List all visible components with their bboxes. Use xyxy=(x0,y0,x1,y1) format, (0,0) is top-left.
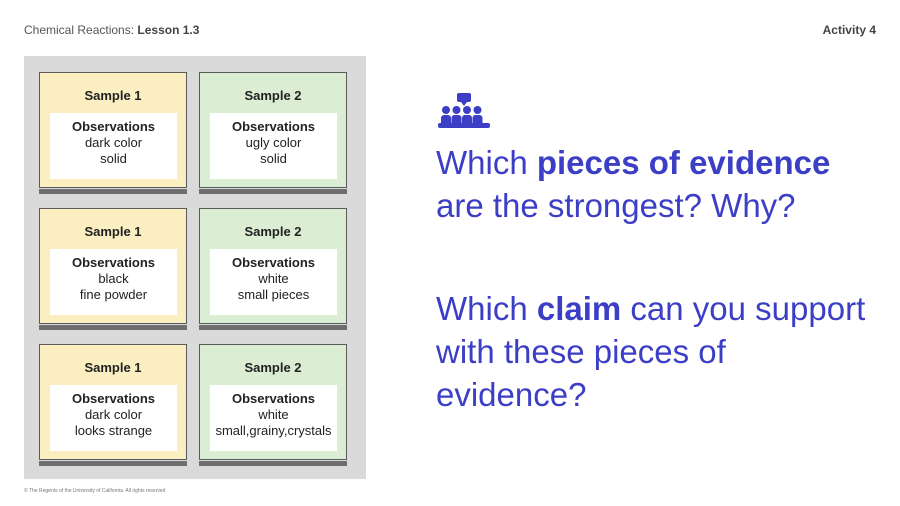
observations-box: Observations dark color looks strange xyxy=(50,385,177,451)
card-title: Sample 2 xyxy=(244,360,302,375)
question-evidence-strength: Which pieces of evidence are the stronge… xyxy=(436,141,876,227)
observation-line: white xyxy=(258,271,289,286)
evidence-card-sample-1-c: Sample 1 Observations dark color looks s… xyxy=(39,344,187,466)
card-title: Sample 2 xyxy=(244,224,302,239)
observations-box: Observations dark color solid xyxy=(50,113,177,179)
observation-line: white xyxy=(258,407,289,422)
observations-box: Observations white small,grainy,crystals xyxy=(210,385,337,451)
observations-label: Observations xyxy=(231,119,316,134)
observations-label: Observations xyxy=(71,391,156,406)
card-title: Sample 1 xyxy=(84,224,142,239)
question-emphasis: claim xyxy=(536,290,622,327)
evidence-card-sample-2-b: Sample 2 Observations white small pieces xyxy=(199,208,347,330)
observation-line: small pieces xyxy=(237,287,310,302)
observation-line: solid xyxy=(100,151,127,166)
question-text: can you support with these pieces of evi… xyxy=(436,290,866,413)
card-title: Sample 2 xyxy=(244,88,302,103)
observations-label: Observations xyxy=(71,255,156,270)
lesson-number: Lesson 1.3 xyxy=(137,23,200,37)
evidence-cards-panel: Sample 1 Observations dark color solid S… xyxy=(24,56,366,479)
question-emphasis: pieces of evidence xyxy=(536,144,831,181)
evidence-card-sample-2-a: Sample 2 Observations ugly color solid xyxy=(199,72,347,194)
course-title: Chemical Reactions: xyxy=(24,23,135,37)
observation-line: solid xyxy=(260,151,287,166)
question-text: Which xyxy=(436,290,537,327)
observations-box: Observations black fine powder xyxy=(50,249,177,315)
observation-line: looks strange xyxy=(74,423,153,438)
card-title: Sample 1 xyxy=(84,360,142,375)
lesson-breadcrumb: Chemical Reactions: Lesson 1.3 xyxy=(24,23,199,37)
observation-line: black xyxy=(98,271,129,286)
observation-line: ugly color xyxy=(245,135,302,150)
observations-box: Observations white small pieces xyxy=(210,249,337,315)
question-claim-support: Which claim can you support with these p… xyxy=(436,287,876,416)
observations-box: Observations ugly color solid xyxy=(210,113,337,179)
card-title: Sample 1 xyxy=(84,88,142,103)
question-text: Which xyxy=(436,144,537,181)
activity-label: Activity 4 xyxy=(822,23,876,37)
evidence-card-sample-2-c: Sample 2 Observations white small,grainy… xyxy=(199,344,347,466)
observations-label: Observations xyxy=(71,119,156,134)
evidence-card-sample-1-b: Sample 1 Observations black fine powder xyxy=(39,208,187,330)
evidence-card-sample-1-a: Sample 1 Observations dark color solid xyxy=(39,72,187,194)
observations-label: Observations xyxy=(231,255,316,270)
observation-line: dark color xyxy=(84,135,143,150)
observation-line: dark color xyxy=(84,407,143,422)
observation-line: small,grainy,crystals xyxy=(215,423,332,438)
question-text: are the strongest? Why? xyxy=(436,187,796,224)
observation-line: fine powder xyxy=(79,287,148,302)
group-discussion-icon xyxy=(438,93,490,128)
copyright-footer: © The Regents of the University of Calif… xyxy=(24,488,166,494)
observations-label: Observations xyxy=(231,391,316,406)
